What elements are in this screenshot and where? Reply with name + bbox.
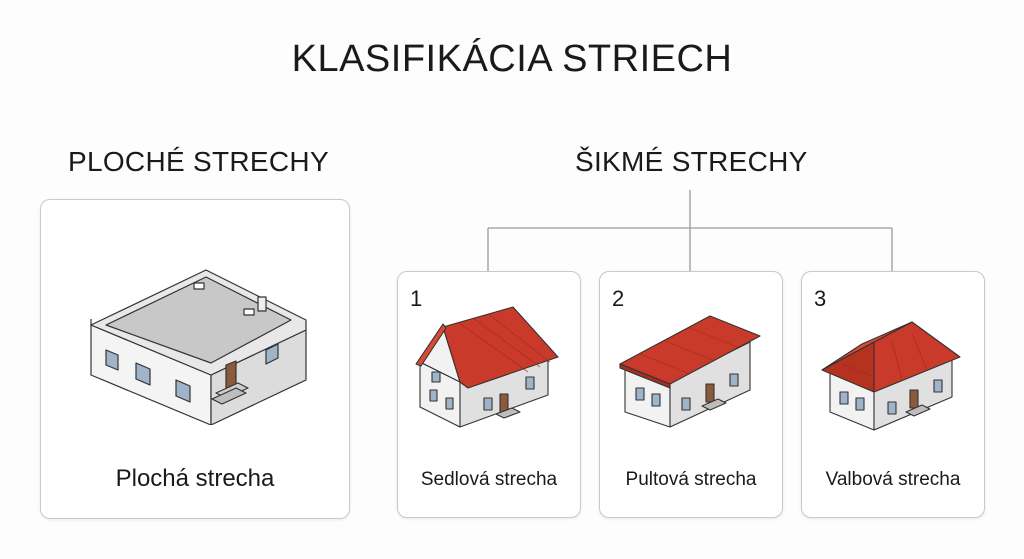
shed-roof-card: 2 Pultová strecha [599,271,783,518]
flat-roof-house-icon [90,269,307,425]
shed-roof-caption: Pultová strecha [625,469,757,490]
gable-roof-caption: Sedlová strecha [420,469,558,490]
card-number: 1 [410,286,423,311]
pitched-roofs-heading: ŠIKMÉ STRECHY [575,146,808,177]
hip-roof-house-icon [821,321,961,431]
flat-roofs-heading: PLOCHÉ STRECHY [68,146,329,177]
hip-roof-caption: Valbová strecha [825,469,961,490]
flat-roof-caption: Plochá strecha [115,465,275,492]
card-number: 3 [814,286,827,311]
diagram-title: KLASIFIKÁCIA STRIECH [291,38,733,80]
card-number: 2 [612,286,625,311]
shed-roof-house-icon [619,315,761,428]
hip-roof-card: 3 Valbová strecha [801,271,985,518]
gable-roof-house-icon [415,306,559,428]
flat-roof-card: Plochá strecha [40,199,350,519]
gable-roof-card: 1 Sedlová strecha [397,271,581,518]
